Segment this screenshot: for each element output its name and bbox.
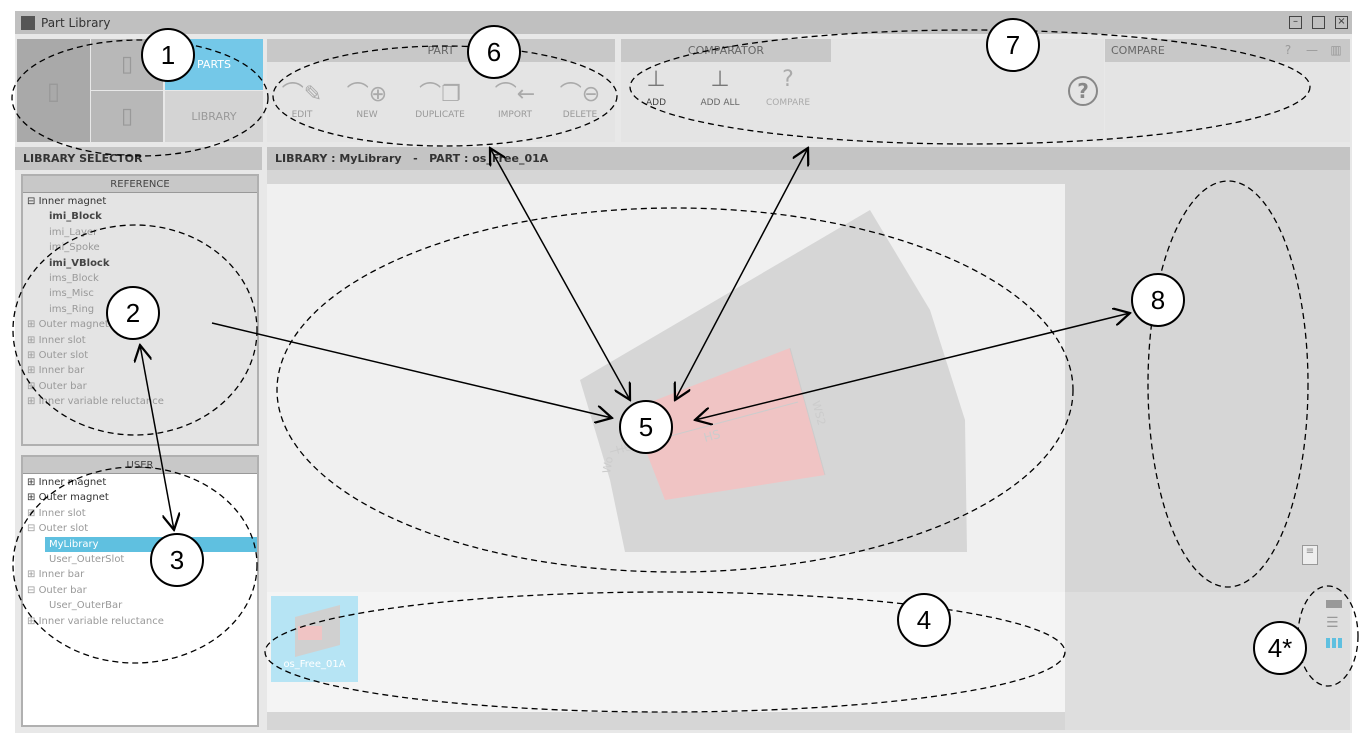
- book-plus-icon: ▯: [120, 52, 134, 77]
- tree-leaf[interactable]: ims_Block: [49, 272, 99, 284]
- tree-leaf[interactable]: ims_Ring: [49, 303, 95, 315]
- compare-title: COMPARE: [1105, 39, 1350, 62]
- tree-node[interactable]: ⊞ Outer magnet: [27, 319, 109, 331]
- tree-node[interactable]: ⊞ Inner slot: [27, 334, 86, 346]
- add-to-compare-icon: ⊥: [646, 67, 666, 92]
- callout-4-star: 4*: [1253, 621, 1307, 675]
- import-library-tile[interactable]: ▯: [91, 91, 163, 142]
- dim-label-hs: HS: [702, 427, 722, 445]
- help-icon[interactable]: ?: [1068, 76, 1098, 106]
- compare-toolbar: ? — ▥: [1277, 39, 1347, 62]
- callout-2: 2: [106, 286, 160, 340]
- tree-node[interactable]: ⊟ Outer slot: [27, 523, 89, 535]
- compare-help-icon[interactable]: ?: [1284, 43, 1292, 57]
- book-star-icon: ▯: [46, 76, 61, 105]
- callout-4: 4: [897, 593, 951, 647]
- comparator-title: COMPARATOR: [621, 39, 831, 62]
- annotation-arrow: [211, 322, 612, 418]
- compare-icon: ?: [782, 67, 794, 92]
- list-view-icon[interactable]: ☰: [1326, 615, 1339, 631]
- edit-icon: ⌒✎: [281, 82, 323, 107]
- annotation-ellipse: [12, 224, 258, 436]
- app-icon: [21, 15, 35, 30]
- minimize-button[interactable]: –: [1289, 16, 1302, 29]
- library-tab[interactable]: LIBRARY: [165, 91, 263, 142]
- compare-button[interactable]: ?COMPARE: [753, 62, 823, 108]
- part-panel-title: PART: [267, 39, 615, 62]
- annotation-ellipse: [264, 591, 1066, 713]
- delete-part-button[interactable]: ⌒⊖DELETE: [545, 80, 615, 120]
- comparator-area: [831, 39, 1104, 142]
- close-button[interactable]: ×: [1335, 16, 1348, 29]
- annotation-arrow: [695, 313, 1130, 420]
- callout-7: 7: [986, 18, 1040, 72]
- window-title: Part Library: [41, 15, 111, 30]
- compare-panel: COMPARE: [1105, 39, 1350, 142]
- tree-node[interactable]: ⊟ Inner magnet: [27, 196, 107, 207]
- annotation-ellipse: [1147, 180, 1309, 588]
- tree-node[interactable]: ⊞ Inner magnet: [27, 477, 107, 488]
- new-icon: ⌒⊕: [346, 82, 388, 107]
- tree-node[interactable]: ⊞ Outer bar: [27, 380, 87, 392]
- book-import-icon: ▯: [120, 104, 134, 129]
- annotation-arrow: [490, 148, 630, 400]
- callout-3: 3: [150, 533, 204, 587]
- tree-node[interactable]: ⊞ Inner variable reluctance: [27, 396, 164, 408]
- reference-title: REFERENCE: [23, 176, 257, 193]
- tree-leaf[interactable]: imi_Spoke: [49, 242, 100, 254]
- callout-5: 5: [619, 400, 673, 454]
- tree-leaf[interactable]: imi_VBlock: [49, 257, 110, 269]
- tree-leaf[interactable]: User_OuterBar: [49, 600, 123, 612]
- tree-leaf[interactable]: imi_Block: [49, 211, 102, 223]
- remove-icon[interactable]: —: [1306, 43, 1318, 57]
- import-part-button[interactable]: ⌒←IMPORT: [480, 80, 550, 120]
- duplicate-icon: ⌒❐: [419, 82, 461, 107]
- tree-node[interactable]: ⊞ Outer magnet: [27, 492, 109, 504]
- comparator-panel: COMPARATOR ⊥ADD ⊥ADD ALL ?COMPARE: [621, 39, 831, 142]
- part-thumbnail[interactable]: os_Free_01A: [271, 596, 358, 682]
- thumbnail-label: os_Free_01A: [283, 659, 346, 670]
- tree-leaf[interactable]: User_OuterSlot: [49, 553, 125, 565]
- annotation-ellipse: [272, 45, 618, 147]
- tree-node[interactable]: ⊞ Inner bar: [27, 365, 85, 377]
- annotation-ellipse: [629, 29, 1311, 145]
- new-part-button[interactable]: ⌒⊕NEW: [332, 80, 402, 120]
- annotation-arrow: [675, 148, 808, 400]
- callout-6: 6: [467, 25, 521, 79]
- callout-1: 1: [141, 28, 195, 82]
- annotation-arrow: [140, 345, 174, 530]
- tree-leaf[interactable]: imi_Layer: [49, 226, 98, 238]
- maximize-button[interactable]: [1312, 16, 1325, 29]
- import-icon: ⌒←: [494, 82, 536, 107]
- add-all-button[interactable]: ⊥ADD ALL: [685, 62, 755, 108]
- strip-view-icon[interactable]: [1326, 600, 1342, 608]
- add-all-icon: ⊥: [710, 67, 730, 92]
- annotation-ellipse: [11, 39, 269, 157]
- tree-leaf-selected[interactable]: MyLibrary: [45, 536, 257, 552]
- part-panel: PART ⌒✎EDIT ⌒⊕NEW ⌒❐DUPLICATE ⌒←IMPORT ⌒…: [267, 39, 615, 142]
- duplicate-part-button[interactable]: ⌒❐DUPLICATE: [405, 80, 475, 120]
- tree-leaf[interactable]: ims_Misc: [49, 288, 94, 300]
- callout-8: 8: [1131, 273, 1185, 327]
- dim-label-wo: Wo: [600, 455, 616, 474]
- delete-icon: ⌒⊖: [559, 82, 601, 107]
- add-button[interactable]: ⊥ADD: [621, 62, 691, 108]
- annotation-ellipse: [12, 466, 258, 664]
- annotation-ellipse: [276, 207, 1074, 573]
- edit-part-button[interactable]: ⌒✎EDIT: [267, 80, 337, 120]
- tree-node[interactable]: ⊟ Outer bar: [27, 584, 87, 596]
- report-icon[interactable]: ≡: [1302, 545, 1318, 565]
- tree-node[interactable]: ⊞ Inner bar: [27, 569, 85, 581]
- tree-node[interactable]: ⊞ Outer slot: [27, 349, 89, 361]
- library-selector-title: LIBRARY SELECTOR: [15, 147, 262, 170]
- tree-node[interactable]: ⊞ Inner variable reluctance: [27, 615, 164, 627]
- favorites-library-tile[interactable]: ▯: [17, 39, 90, 142]
- annotation-ellipse: [1297, 585, 1359, 687]
- grid-view-icon[interactable]: [1326, 638, 1342, 648]
- trash-icon[interactable]: ▥: [1330, 43, 1342, 57]
